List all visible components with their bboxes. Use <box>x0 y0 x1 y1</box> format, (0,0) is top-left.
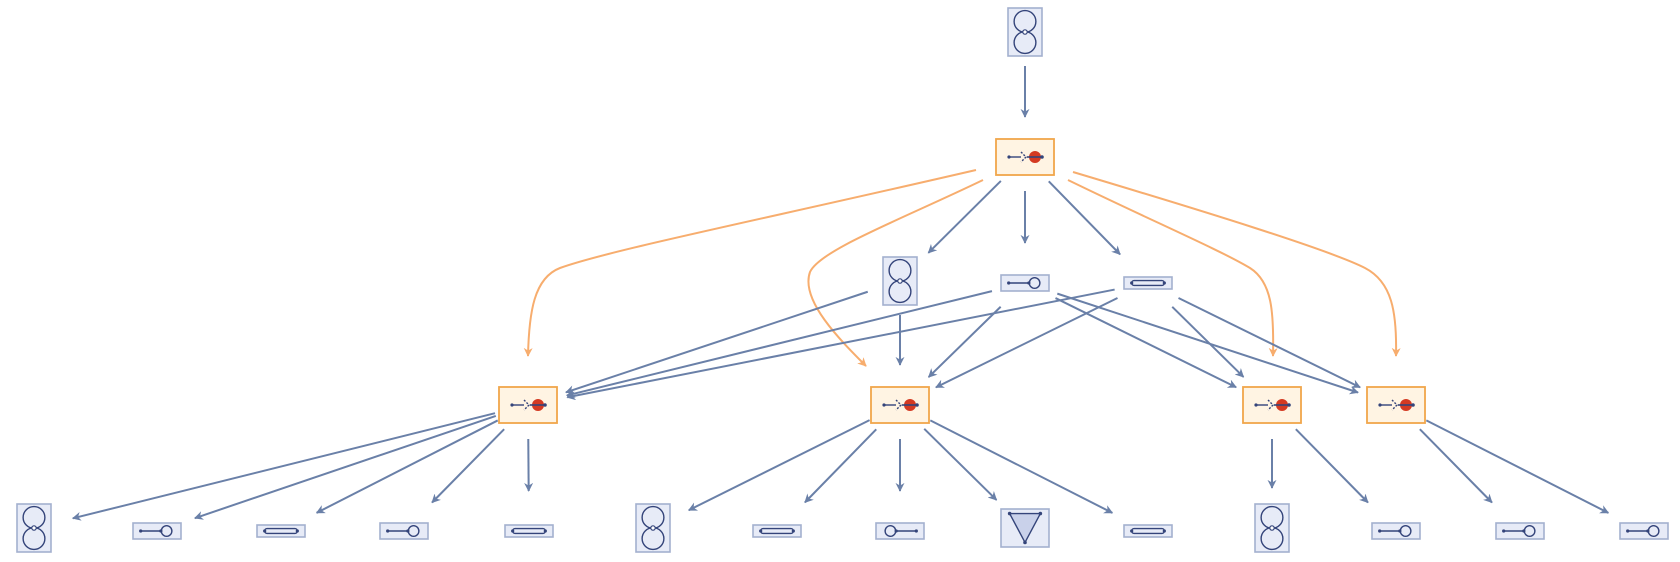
event-box <box>498 386 558 424</box>
causal-edge-e2-t6 <box>688 419 871 512</box>
line-loop-icon <box>1378 525 1412 537</box>
causal-edge-e1-t1 <box>71 412 496 521</box>
event-node-e1[interactable] <box>498 386 558 424</box>
figure-eight-icon <box>641 505 665 551</box>
state-node-t11[interactable] <box>1254 503 1290 553</box>
loop-line-icon <box>884 525 918 537</box>
causal-edge-s3-e2 <box>935 297 1118 389</box>
state-node-t1[interactable] <box>16 503 52 553</box>
line-loop-icon <box>386 525 420 537</box>
state-node-s3[interactable] <box>1123 276 1173 290</box>
causal-edge-e0-s1 <box>927 180 1002 254</box>
state-node-t4[interactable] <box>379 522 429 540</box>
state-node-s0[interactable] <box>1007 7 1043 57</box>
double-line-icon <box>1130 279 1166 287</box>
causal-edge-e2-t10 <box>929 419 1114 514</box>
causal-edge-e0-e1 <box>523 169 977 357</box>
figure-eight-icon <box>22 505 46 551</box>
double-line-icon <box>1130 527 1166 535</box>
causal-edge-e4-t14 <box>1425 419 1610 514</box>
causal-edge-e1-t4 <box>431 428 505 504</box>
rewrite-event-icon <box>1378 399 1415 411</box>
triangle-v-icon <box>1007 511 1043 545</box>
state-node-s2[interactable] <box>1000 274 1050 292</box>
causal-edge-e2-t7 <box>804 428 877 504</box>
rewrite-event-icon <box>510 399 547 411</box>
causal-edge-e0-s3 <box>1048 180 1121 256</box>
state-node-t2[interactable] <box>132 522 182 540</box>
event-node-e3[interactable] <box>1242 386 1302 424</box>
state-node-t14[interactable] <box>1619 522 1669 540</box>
causal-edge-s3-e1 <box>566 288 1115 401</box>
line-loop-icon <box>1502 525 1536 537</box>
event-box <box>995 138 1055 176</box>
figure-eight-icon <box>1013 9 1037 55</box>
state-node-t13[interactable] <box>1495 522 1545 540</box>
causal-edge-e4-t13 <box>1419 428 1493 504</box>
edges-layer <box>71 66 1610 521</box>
state-node-t6[interactable] <box>635 503 671 553</box>
line-loop-icon <box>1007 277 1041 289</box>
nodes-layer <box>16 7 1669 553</box>
causal-edge-e1-t3 <box>315 419 499 514</box>
state-node-t12[interactable] <box>1371 522 1421 540</box>
double-line-icon <box>511 527 547 535</box>
event-node-e2[interactable] <box>870 386 930 424</box>
state-node-t5[interactable] <box>504 524 554 538</box>
event-box <box>1242 386 1302 424</box>
causal-edge-e3-t12 <box>1295 428 1369 504</box>
event-node-e4[interactable] <box>1366 386 1426 424</box>
causal-edge-s1-e1 <box>565 290 869 395</box>
event-box <box>1366 386 1426 424</box>
causal-edge-e0-e2 <box>807 179 984 367</box>
causal-edge-e0-e4 <box>1072 171 1401 357</box>
figure-eight-icon <box>1260 505 1284 551</box>
causal-edge-s2-e2 <box>927 306 1002 378</box>
state-node-t7[interactable] <box>752 524 802 538</box>
double-line-icon <box>759 527 795 535</box>
causal-edge-s2-e1 <box>565 290 993 398</box>
causal-edge-s3-e3 <box>1171 306 1245 378</box>
rewrite-event-icon <box>1007 151 1044 163</box>
rewrite-event-icon <box>882 399 919 411</box>
causal-edge-s3-e4 <box>1178 297 1361 389</box>
figure-eight-icon <box>888 258 912 304</box>
causal-edge-e2-t9 <box>923 428 998 501</box>
state-node-t10[interactable] <box>1123 524 1173 538</box>
state-node-t3[interactable] <box>256 524 306 538</box>
causal-edge-e0-e3 <box>1067 179 1278 357</box>
state-node-t8[interactable] <box>875 522 925 540</box>
event-node-e0[interactable] <box>995 138 1055 176</box>
event-box <box>870 386 930 424</box>
causal-edge-e1-t2 <box>194 414 497 520</box>
line-loop-icon <box>139 525 173 537</box>
state-node-t9[interactable] <box>1000 508 1050 548</box>
double-line-icon <box>263 527 299 535</box>
rewrite-event-icon <box>1254 399 1291 411</box>
line-loop-icon <box>1626 525 1660 537</box>
state-node-s1[interactable] <box>882 256 918 306</box>
